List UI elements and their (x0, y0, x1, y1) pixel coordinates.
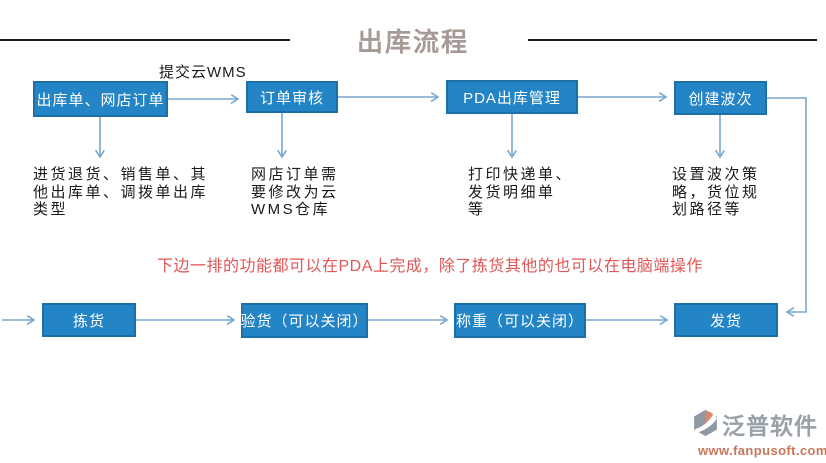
flow-node-order-review: 订单审核 (246, 81, 338, 113)
edge-label-submit-cloud-wms: 提交云WMS (159, 64, 247, 81)
flow-node-pda-outbound-mgmt: PDA出库管理 (446, 80, 578, 114)
note-print-documents: 打印快递单、 发货明细单 等 (468, 166, 574, 218)
title-divider-left (0, 39, 290, 41)
note-online-order-warehouse: 网店订单需 要修改为云 WMS仓库 (251, 166, 339, 218)
flow-node-inspection: 验货（可以关闭） (241, 303, 368, 338)
flow-node-outbound-order: 出库单、网店订单 (33, 81, 168, 117)
note-wave-strategy: 设置波次策 略，货位规 划路径等 (672, 166, 760, 218)
pda-capability-annotation: 下边一排的功能都可以在PDA上完成，除了拣货其他的也可以在电脑端操作 (157, 258, 703, 275)
fanpu-logo-icon (692, 409, 719, 442)
note-outbound-order-types: 进货退货、销售单、其 他出库单、调拨单出库 类型 (33, 166, 209, 218)
flow-node-picking: 拣货 (42, 303, 136, 337)
page-title: 出库流程 (356, 27, 469, 57)
fanpu-logo-url: www.fanpusoft.com (698, 443, 826, 458)
flow-node-weighing: 称重（可以关闭） (454, 303, 586, 338)
fanpu-logo: 泛普软件 www.fanpusoft.com (692, 409, 826, 458)
flow-node-shipping: 发货 (674, 303, 778, 337)
flow-node-create-wave: 创建波次 (674, 81, 767, 115)
fanpu-logo-text: 泛普软件 (722, 412, 818, 439)
title-divider-right (528, 39, 817, 41)
